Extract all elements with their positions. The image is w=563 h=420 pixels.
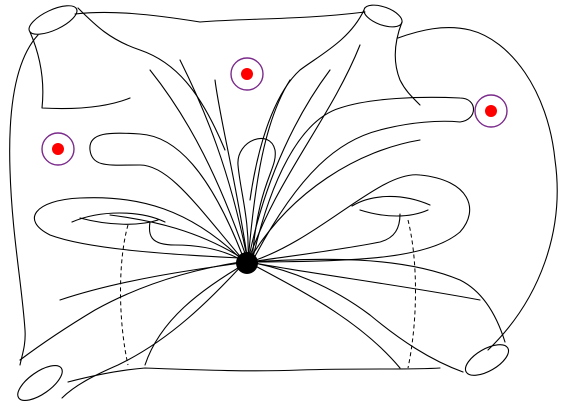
tube-top-right [250, 10, 420, 200]
left-slot-loop [90, 133, 245, 262]
arc-fan [60, 45, 480, 368]
handle-left-hole [72, 213, 165, 224]
handle-left-outer [34, 198, 240, 258]
surface-outer-boundary [10, 12, 557, 382]
puncture-marker-1 [231, 58, 263, 90]
handle-right-hole [352, 196, 430, 216]
tube-top-left [30, 8, 225, 150]
dashed-curve-right [408, 220, 416, 368]
tube-bottom-right [250, 259, 505, 372]
basepoint-dot [236, 252, 258, 274]
right-slot-loop [252, 97, 474, 262]
tube-end-bottom-left [12, 359, 67, 407]
tube-end-top-left [25, 0, 81, 40]
tube-end-bottom-right [461, 338, 514, 381]
puncture-marker-2 [475, 95, 507, 127]
tube-end-top-right [361, 1, 405, 32]
handle-right-inner [250, 214, 400, 262]
handle-right-outer [250, 175, 470, 262]
tube-bottom-left [20, 262, 245, 398]
puncture-marker-3 [42, 133, 74, 165]
